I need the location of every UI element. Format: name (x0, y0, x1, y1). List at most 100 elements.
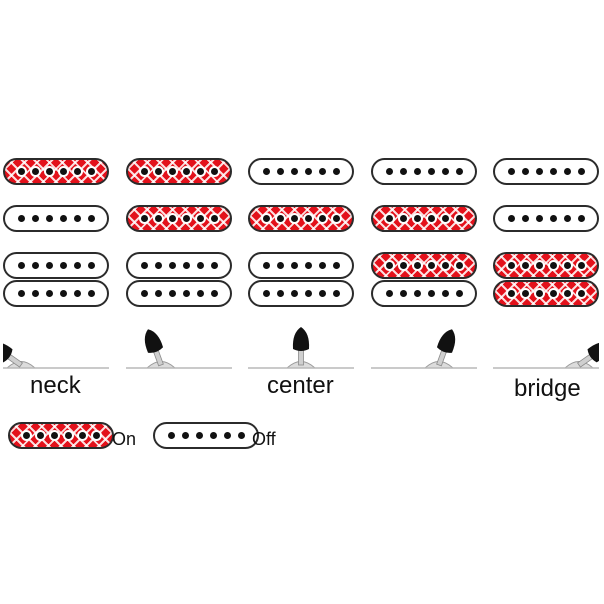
pole-piece (210, 290, 218, 297)
selector-switch-pos5-icon (493, 325, 599, 369)
pole-piece (210, 215, 218, 222)
pole-piece (427, 168, 435, 175)
pole-piece (167, 432, 175, 439)
pole-piece (140, 168, 148, 175)
pole-piece (507, 290, 515, 297)
neck-pickup-pos3-off (248, 158, 354, 185)
pole-piece (441, 215, 449, 222)
pole-piece (140, 290, 148, 297)
pole-piece (577, 168, 585, 175)
pole-piece (521, 262, 529, 269)
pole-piece (31, 262, 39, 269)
pole-piece (154, 262, 162, 269)
pole-piece (413, 290, 421, 297)
pole-piece (17, 168, 25, 175)
pole-piece (73, 262, 81, 269)
pole-piece (262, 168, 270, 175)
pole-piece (535, 290, 543, 297)
pole-piece (318, 168, 326, 175)
pole-piece (535, 262, 543, 269)
pole-piece (441, 168, 449, 175)
pole-piece (87, 215, 95, 222)
pole-piece (521, 215, 529, 222)
neck-pickup-pos5-off (493, 158, 599, 185)
pole-piece (563, 290, 571, 297)
pole-piece (413, 262, 421, 269)
pole-piece (140, 262, 148, 269)
pole-piece (413, 168, 421, 175)
pole-piece (276, 168, 284, 175)
pole-piece (455, 262, 463, 269)
pole-piece (87, 168, 95, 175)
pole-piece (36, 432, 44, 439)
pole-piece (276, 215, 284, 222)
neck-pickup-pos2-on (126, 158, 232, 185)
pole-piece (73, 168, 81, 175)
pole-piece (399, 215, 407, 222)
pole-piece (290, 215, 298, 222)
pole-piece (413, 215, 421, 222)
bridge-humbucker-upper-pos1-off (3, 252, 109, 279)
pole-piece (535, 168, 543, 175)
bridge-humbucker-upper-pos2-off (126, 252, 232, 279)
pole-piece (563, 168, 571, 175)
position-label-center: center (267, 372, 334, 399)
pole-piece (399, 290, 407, 297)
pole-piece (332, 168, 340, 175)
pole-piece (168, 262, 176, 269)
pole-piece (182, 168, 190, 175)
pole-piece (154, 215, 162, 222)
pole-piece (182, 215, 190, 222)
pole-piece (31, 215, 39, 222)
pole-piece (385, 290, 393, 297)
selector-switch-pos4-icon (371, 325, 477, 369)
middle-pickup-pos4-on (371, 205, 477, 232)
pole-piece (262, 215, 270, 222)
selector-switch-pos2-icon (126, 325, 232, 369)
pole-piece (521, 290, 529, 297)
pole-piece (73, 215, 81, 222)
pole-piece (318, 262, 326, 269)
pole-piece (318, 215, 326, 222)
position-label-neck: neck (30, 372, 81, 399)
pole-piece (168, 168, 176, 175)
pole-piece (304, 290, 312, 297)
pole-piece (441, 262, 449, 269)
pole-piece (31, 290, 39, 297)
pole-piece (45, 262, 53, 269)
pole-piece (140, 215, 148, 222)
selector-switch-pos1-icon (3, 325, 109, 369)
pole-piece (507, 168, 515, 175)
pole-piece (182, 262, 190, 269)
pole-piece (196, 215, 204, 222)
neck-pickup-pos4-off (371, 158, 477, 185)
pole-piece (17, 290, 25, 297)
pole-piece (577, 290, 585, 297)
pole-piece (22, 432, 30, 439)
pole-piece (92, 432, 100, 439)
pole-piece (455, 215, 463, 222)
pole-piece (195, 432, 203, 439)
bridge-humbucker-lower-pos2-off (126, 280, 232, 307)
pole-piece (455, 168, 463, 175)
pole-piece (427, 290, 435, 297)
bridge-humbucker-lower-pos3-off (248, 280, 354, 307)
pole-piece (168, 290, 176, 297)
pole-piece (182, 290, 190, 297)
pole-piece (31, 168, 39, 175)
neck-pickup-pos1-on (3, 158, 109, 185)
pole-piece (17, 215, 25, 222)
pole-piece (209, 432, 217, 439)
bridge-humbucker-upper-pos5-on (493, 252, 599, 279)
pole-piece (535, 215, 543, 222)
pole-piece (577, 262, 585, 269)
pole-piece (196, 262, 204, 269)
pole-piece (427, 215, 435, 222)
pole-piece (304, 215, 312, 222)
pole-piece (290, 262, 298, 269)
pole-piece (385, 168, 393, 175)
pole-piece (87, 290, 95, 297)
pole-piece (276, 290, 284, 297)
pole-piece (385, 215, 393, 222)
pole-piece (237, 432, 245, 439)
